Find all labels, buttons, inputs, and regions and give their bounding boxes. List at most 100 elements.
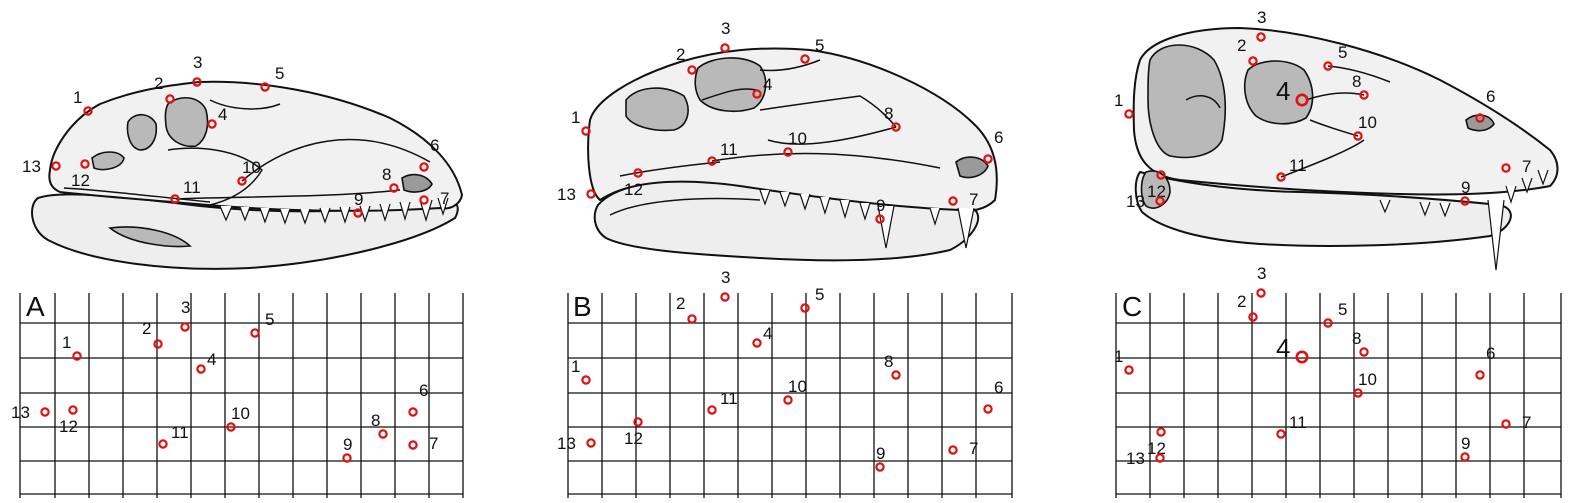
landmark-label-a-grid-5: 5 <box>265 310 274 329</box>
panel-a-letter: A <box>26 291 45 322</box>
grid-panel-b <box>567 293 1013 498</box>
landmark-label-b-grid-11: 11 <box>720 389 738 408</box>
landmark-label-b-grid-13: 13 <box>557 434 576 453</box>
landmark-label-c-grid-2: 2 <box>1237 292 1246 311</box>
landmark-label-c-skull-1: 1 <box>1114 91 1123 110</box>
landmark-a-skull-7 <box>419 195 429 205</box>
landmark-b-skull-8 <box>891 122 901 132</box>
landmark-label-b-grid-1: 1 <box>571 357 580 376</box>
landmark-label-a-grid-9: 9 <box>343 435 352 454</box>
skull-b-teeth <box>759 189 975 249</box>
landmark-b-skull-13 <box>586 189 596 199</box>
landmark-label-b-grid-5: 5 <box>815 285 824 304</box>
landmark-label-b-grid-9: 9 <box>876 444 885 463</box>
landmark-a-grid-8 <box>378 429 388 439</box>
landmark-label-c-skull-9: 9 <box>1461 178 1470 197</box>
landmark-c-grid-7 <box>1501 419 1511 429</box>
landmark-c-skull-8 <box>1359 90 1369 100</box>
landmark-c-skull-2 <box>1248 56 1258 66</box>
landmark-b-grid-10 <box>783 395 793 405</box>
landmark-a-grid-10 <box>226 422 236 432</box>
landmark-label-a-skull-7: 7 <box>440 189 449 208</box>
landmark-c-grid-12 <box>1156 427 1166 437</box>
landmark-b-skull-2 <box>687 65 697 75</box>
landmark-c-skull-1 <box>1124 109 1134 119</box>
landmark-c-skull-4 <box>1295 93 1309 107</box>
panel-c-letter: C <box>1122 291 1142 322</box>
landmark-c-skull-5 <box>1323 61 1333 71</box>
landmark-label-b-skull-12: 12 <box>624 180 643 199</box>
landmark-b-skull-4 <box>752 89 762 99</box>
landmark-label-c-skull-7: 7 <box>1522 157 1531 176</box>
landmark-label-c-skull-11: 11 <box>1289 156 1307 175</box>
landmark-label-c-grid-6: 6 <box>1486 344 1495 363</box>
landmark-label-a-grid-2: 2 <box>142 319 151 338</box>
grid-panel-c <box>1115 293 1562 498</box>
landmark-label-a-grid-12: 12 <box>59 417 78 436</box>
landmark-label-c-grid-12: 12 <box>1147 439 1166 458</box>
landmark-label-a-grid-13: 13 <box>11 403 30 422</box>
skull-a-illustration <box>31 80 463 270</box>
grid-panel-a <box>19 293 464 498</box>
landmark-label-b-skull-13: 13 <box>557 185 576 204</box>
landmark-label-b-skull-8: 8 <box>884 104 893 123</box>
landmark-b-skull-9 <box>875 214 885 224</box>
landmark-label-a-skull-8: 8 <box>382 165 391 184</box>
landmark-label-b-grid-10: 10 <box>788 377 807 396</box>
landmark-a-grid-7 <box>408 440 418 450</box>
landmark-c-grid-9 <box>1460 452 1470 462</box>
landmark-c-grid-11 <box>1276 429 1286 439</box>
landmark-b-skull-3 <box>720 43 730 53</box>
landmark-b-grid-5 <box>800 303 810 313</box>
landmark-b-skull-7 <box>948 196 958 206</box>
landmark-c-skull-3 <box>1256 32 1266 42</box>
landmark-b-grid-2 <box>687 314 697 324</box>
landmark-layer: 1122334455667788991010111112121313112233… <box>11 8 1531 472</box>
landmark-label-b-skull-7: 7 <box>969 190 978 209</box>
landmark-label-a-grid-3: 3 <box>181 298 190 317</box>
landmark-label-a-skull-3: 3 <box>193 53 202 72</box>
landmark-label-c-skull-5: 5 <box>1338 43 1347 62</box>
landmark-label-a-grid-4: 4 <box>207 350 216 369</box>
landmark-a-grid-6 <box>408 407 418 417</box>
landmark-label-c-skull-6: 6 <box>1486 87 1495 106</box>
landmark-b-grid-11 <box>707 405 717 415</box>
landmark-label-b-skull-6: 6 <box>994 128 1003 147</box>
landmark-label-a-skull-13: 13 <box>22 157 41 176</box>
landmark-label-a-skull-4: 4 <box>218 105 227 124</box>
landmark-label-b-grid-4: 4 <box>763 324 772 343</box>
landmark-a-grid-2 <box>153 339 163 349</box>
landmark-label-b-grid-3: 3 <box>721 268 730 287</box>
landmark-label-c-skull-13: 13 <box>1126 192 1145 211</box>
landmark-b-skull-11 <box>707 156 717 166</box>
landmark-b-grid-7 <box>948 445 958 455</box>
landmark-c-skull-9 <box>1460 196 1470 206</box>
landmark-label-b-skull-9: 9 <box>876 196 885 215</box>
landmark-b-grid-1 <box>581 375 591 385</box>
skull-c-illustration <box>1132 27 1559 271</box>
landmark-label-a-grid-8: 8 <box>371 411 380 430</box>
landmark-a-skull-8 <box>389 183 399 193</box>
landmark-b-grid-8 <box>891 370 901 380</box>
landmark-label-a-grid-6: 6 <box>419 381 428 400</box>
landmark-a-grid-3 <box>180 322 190 332</box>
landmark-c-grid-2 <box>1248 312 1258 322</box>
landmark-label-a-grid-1: 1 <box>62 333 71 352</box>
landmark-a-grid-9 <box>342 453 352 463</box>
landmark-b-skull-1 <box>581 126 591 136</box>
landmark-a-skull-12 <box>80 159 90 169</box>
landmark-a-skull-10 <box>237 176 247 186</box>
landmark-a-skull-11 <box>170 194 180 204</box>
landmark-b-skull-12 <box>633 168 643 178</box>
landmark-a-skull-5 <box>260 82 270 92</box>
landmark-c-grid-5 <box>1323 318 1333 328</box>
landmark-label-b-skull-5: 5 <box>815 36 824 55</box>
landmark-label-b-skull-1: 1 <box>571 108 580 127</box>
landmark-label-c-grid-10: 10 <box>1358 370 1377 389</box>
landmark-b-skull-10 <box>783 147 793 157</box>
landmark-a-grid-1 <box>72 351 82 361</box>
landmark-c-grid-8 <box>1359 347 1369 357</box>
landmark-a-skull-13 <box>51 161 61 171</box>
landmark-b-grid-9 <box>875 462 885 472</box>
